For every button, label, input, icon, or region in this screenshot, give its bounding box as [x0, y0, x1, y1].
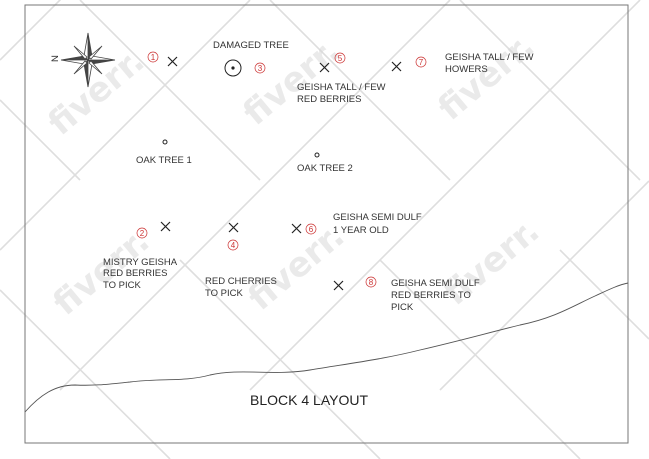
oak-tree-1: OAK TREE 1 — [136, 139, 192, 166]
tree-marker-5: 5 GEISHA TALL / FEW RED BERRIES — [297, 52, 386, 105]
tree-label: 1 YEAR OLD — [333, 225, 389, 236]
tree-number: 4 — [231, 241, 236, 250]
tree-number: 7 — [419, 58, 424, 67]
tree-label: GEISHA SEMI DULF — [391, 278, 480, 289]
tree-marker-7: 7 GEISHA TALL / FEW HOWERS — [391, 52, 534, 75]
watermark-text: fiverr. — [431, 26, 543, 129]
tree-number: 1 — [151, 53, 156, 62]
tree-label: HOWERS — [445, 64, 488, 75]
tree-number: 2 — [140, 229, 145, 238]
compass-rose-icon — [60, 32, 116, 88]
tree-label: TO PICK — [205, 288, 243, 299]
tree-label: MISTRY GEISHA — [103, 257, 178, 268]
tree-number: 3 — [258, 64, 263, 73]
tree-marker-6: 6 GEISHA SEMI DULF 1 YEAR OLD — [291, 212, 422, 236]
tree-marker-4: 4 RED CHERRIES TO PICK — [205, 222, 277, 299]
tree-number: 6 — [309, 225, 314, 234]
block-boundary — [24, 4, 629, 444]
oak-tree-label: OAK TREE 1 — [136, 155, 192, 166]
tree-label: RED CHERRIES — [205, 276, 277, 287]
oak-tree-label: OAK TREE 2 — [297, 163, 353, 174]
tree-label: RED BERRIES — [297, 94, 361, 105]
tree-number: 8 — [369, 278, 374, 287]
tree-label: TO PICK — [103, 280, 141, 291]
tree-marker-8: 8 GEISHA SEMI DULF RED BERRIES TO PICK — [333, 276, 480, 313]
compass-north-label: N — [50, 55, 61, 62]
oak-tree-2: OAK TREE 2 — [297, 152, 353, 174]
tree-marker-3: 3 DAMAGED TREE — [213, 40, 289, 77]
tree-label: PICK — [391, 302, 414, 313]
tree-label: RED BERRIES — [103, 268, 167, 279]
tree-marker-2: 2 MISTRY GEISHA RED BERRIES TO PICK — [103, 221, 178, 291]
tree-label: RED BERRIES TO — [391, 290, 471, 301]
tree-number: 5 — [338, 54, 343, 63]
tree-label: GEISHA TALL / FEW — [297, 82, 386, 93]
stream-line — [24, 282, 629, 413]
tree-marker-1: 1 — [147, 51, 178, 67]
tree-label: GEISHA SEMI DULF — [333, 212, 422, 223]
diagram-title: BLOCK 4 LAYOUT — [250, 392, 368, 408]
tree-label: GEISHA TALL / FEW — [445, 52, 534, 63]
tree-label: DAMAGED TREE — [213, 40, 289, 51]
